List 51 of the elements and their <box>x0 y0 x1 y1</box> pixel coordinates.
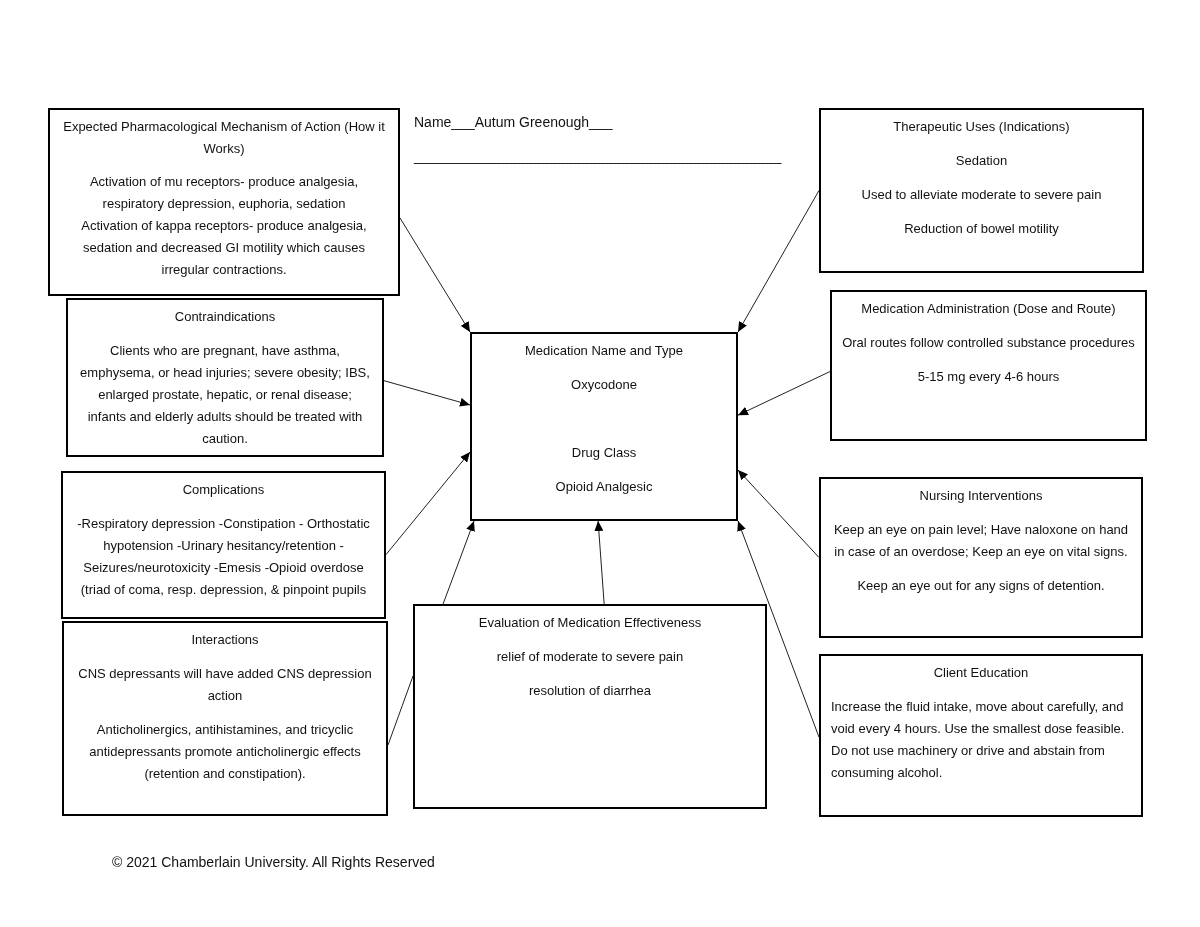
box-heading: Contraindications <box>173 308 277 326</box>
center-box <box>470 332 738 521</box>
box-text: Oxycodone <box>570 376 638 394</box>
box-text: Keep an eye on pain level; Have naloxone on hand in case of an overdose; Keep an eye on vital signs. <box>832 521 1130 561</box>
box-heading: Complications <box>181 481 266 499</box>
student-name: Name___Autum Greenough___ <box>414 113 613 132</box>
info-box <box>61 471 386 619</box>
box-text: -Respiratory depression -Constipation - Orthostatic hypotension -Urinary hesitancy/retention -Seizures/neurotoxicity -Emesis -Opioid overdose (triad of coma, resp. depression, & pinpoint pupils <box>76 515 371 599</box>
box-heading: Interactions <box>190 631 260 649</box>
arrow <box>383 380 471 407</box>
box-text: Oral routes follow controlled substance procedures <box>842 334 1135 352</box>
arrow <box>737 520 820 738</box>
arrow <box>442 520 475 605</box>
box-text: relief of moderate to severe pain <box>495 648 685 666</box>
box-text: Used to alleviate moderate to severe pain <box>860 186 1103 204</box>
arrow <box>737 371 831 416</box>
box-heading: Client Education <box>932 664 1030 682</box>
arrow <box>737 190 820 333</box>
box-text: Anticholinergics, antihistamines, and tricyclic antidepressants promote anticholinergic effects (retention and constipation). <box>88 721 362 783</box>
arrow <box>737 469 820 558</box>
box-heading: Expected Pharmacological Mechanism of Action (How it Works) <box>62 118 386 158</box>
box-heading: Medication Name and Type <box>524 342 684 360</box>
box-text: Activation of mu receptors- produce analgesia, respiratory depression, euphoria, sedation <box>88 173 360 213</box>
copyright-notice: © 2021 Chamberlain University. All Rights Reserved <box>112 853 435 872</box>
box-heading: Nursing Interventions <box>918 487 1044 505</box>
arrow <box>399 217 471 333</box>
info-box <box>819 477 1143 638</box>
arrow <box>594 520 605 605</box>
box-text: CNS depressants will have added CNS depression action <box>77 665 373 705</box>
box-text: Sedation <box>954 152 1009 170</box>
box-heading: Therapeutic Uses (Indications) <box>892 118 1071 136</box>
fill-in-line: ______________________________________________ <box>414 147 782 166</box>
box-text: Drug Class <box>570 444 638 462</box>
box-text: Clients who are pregnant, have asthma, emphysema, or head injuries; severe obesity; IBS, enlarged prostate, hepatic, or renal disease; infants and elderly adults should be treated with caution. <box>79 342 371 448</box>
box-heading: Evaluation of Medication Effectiveness <box>477 614 703 632</box>
box-text: Increase the fluid intake, move about carefully, and void every 4 hours. Use the smallest dose feasible. Do not use machinery or drive and abstain from consuming alcohol. <box>831 698 1126 782</box>
info-box <box>830 290 1147 441</box>
box-text: Keep an eye out for any signs of detention. <box>856 577 1106 595</box>
box-text: 5-15 mg every 4-6 hours <box>916 368 1061 386</box>
info-box <box>48 108 400 296</box>
box-text: resolution of diarrhea <box>527 682 653 700</box>
box-text: Reduction of bowel motility <box>903 220 1060 238</box>
info-box <box>819 654 1143 817</box>
info-box <box>413 604 767 809</box>
box-heading: Medication Administration (Dose and Route) <box>860 300 1117 318</box>
arrow <box>385 451 471 556</box>
info-box <box>66 298 384 457</box>
info-box <box>819 108 1144 273</box>
box-text: Activation of kappa receptors- produce analgesia, sedation and decreased GI motility which causes irregular contractions. <box>80 217 368 279</box>
info-box <box>62 621 388 816</box>
box-text: Opioid Analgesic <box>554 478 654 496</box>
